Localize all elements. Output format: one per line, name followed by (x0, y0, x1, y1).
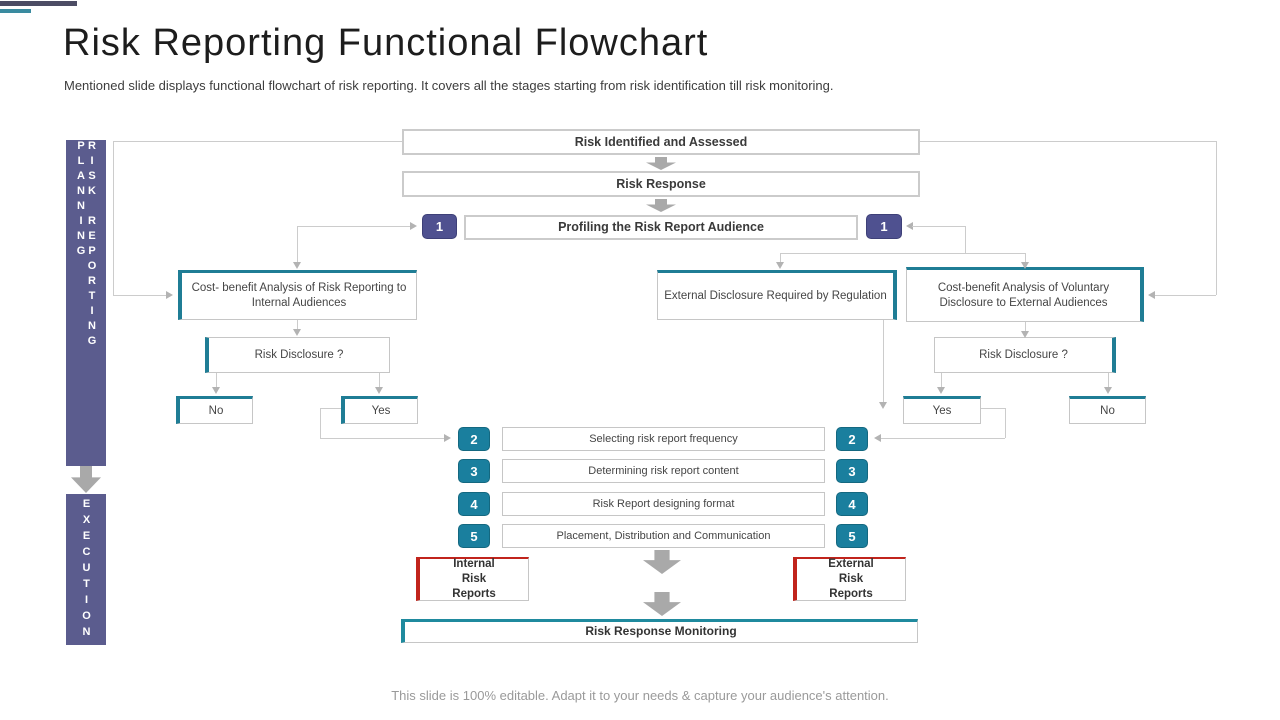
node-step-2: Selecting risk report frequency (502, 427, 825, 451)
node-cost-benefit-external: Cost-benefit Analysis of Voluntary Discl… (906, 267, 1144, 322)
step-badge-1-right: 1 (866, 214, 902, 239)
connector-line (320, 408, 321, 438)
node-external-risk-reports: External Risk Reports (793, 557, 906, 601)
connector-line (883, 320, 884, 404)
connector-line (780, 253, 1025, 254)
connector-line (981, 408, 1005, 409)
connector-line (297, 226, 298, 264)
connector-line (379, 373, 380, 388)
phase-bar-execution: EXECUTION (66, 494, 106, 645)
arrowhead-left-icon (1148, 291, 1155, 299)
arrowhead-left-icon (906, 222, 913, 230)
decoration-bar-teal (0, 9, 31, 13)
step-badge-4-right: 4 (836, 492, 868, 516)
node-no-right: No (1069, 396, 1146, 424)
node-internal-risk-reports: Internal Risk Reports (416, 557, 529, 601)
connector-line (113, 295, 169, 296)
connector-line (297, 226, 412, 227)
down-arrow-icon (643, 592, 681, 616)
connector-line (320, 408, 341, 409)
node-risk-response-monitoring: Risk Response Monitoring (401, 619, 918, 643)
step-badge-2-right: 2 (836, 427, 868, 451)
node-yes-left: Yes (341, 396, 418, 424)
connector-line (297, 320, 298, 330)
arrowhead-down-icon (879, 402, 887, 409)
connector-line (920, 141, 1216, 142)
arrowhead-down-icon (776, 262, 784, 269)
step-badge-3-right: 3 (836, 459, 868, 483)
step-badge-3-left: 3 (458, 459, 490, 483)
connector-line (113, 141, 402, 142)
node-external-disclosure: External Disclosure Required by Regulati… (657, 270, 897, 320)
step-badge-2-left: 2 (458, 427, 490, 451)
step-badge-5-right: 5 (836, 524, 868, 548)
connector-line (320, 438, 446, 439)
connector-line (880, 438, 1005, 439)
arrowhead-down-icon (212, 387, 220, 394)
arrowhead-down-icon (375, 387, 383, 394)
arrowhead-right-icon (410, 222, 417, 230)
arrowhead-down-icon (937, 387, 945, 394)
arrowhead-down-icon (1021, 331, 1029, 338)
phase-bar-planning: RISK REPORTING PLANNING (66, 140, 106, 466)
connector-line (1025, 253, 1026, 263)
node-risk-response: Risk Response (402, 171, 920, 197)
node-cost-benefit-internal: Cost- benefit Analysis of Risk Reporting… (178, 270, 417, 320)
connector-line (113, 141, 114, 295)
arrowhead-left-icon (874, 434, 881, 442)
arrowhead-right-icon (444, 434, 451, 442)
page-title: Risk Reporting Functional Flowchart (63, 22, 709, 64)
connector-line (1025, 322, 1026, 332)
step-badge-5-left: 5 (458, 524, 490, 548)
subtitle: Mentioned slide displays functional flow… (64, 78, 834, 93)
phase-bar-planning-label: RISK REPORTING PLANNING (75, 140, 98, 350)
down-arrow-icon (646, 199, 676, 212)
node-profiling: Profiling the Risk Report Audience (464, 215, 858, 240)
connector-line (216, 373, 217, 388)
phase-bar-execution-label: EXECUTION (80, 497, 93, 642)
connector-line (1005, 408, 1006, 438)
down-arrow-icon (643, 550, 681, 574)
arrowhead-down-icon (293, 329, 301, 336)
node-risk-identified: Risk Identified and Assessed (402, 129, 920, 155)
node-no-left: No (176, 396, 253, 424)
connector-line (1152, 295, 1216, 296)
down-arrow-icon (646, 157, 676, 170)
arrowhead-right-icon (166, 291, 173, 299)
node-yes-right: Yes (903, 396, 981, 424)
connector-line (780, 253, 781, 263)
phase-transition-arrow-icon (71, 466, 101, 493)
connector-line (912, 226, 965, 227)
connector-line (941, 373, 942, 388)
node-step-5: Placement, Distribution and Communicatio… (502, 524, 825, 548)
decoration-bar-dark (0, 1, 77, 6)
footer-note: This slide is 100% editable. Adapt it to… (391, 688, 889, 703)
step-badge-1-left: 1 (422, 214, 457, 239)
arrowhead-down-icon (1021, 262, 1029, 269)
arrowhead-down-icon (293, 262, 301, 269)
node-risk-disclosure-left: Risk Disclosure ? (205, 337, 390, 373)
connector-line (1216, 141, 1217, 295)
step-badge-4-left: 4 (458, 492, 490, 516)
arrowhead-down-icon (1104, 387, 1112, 394)
connector-line (965, 226, 966, 253)
node-step-3: Determining risk report content (502, 459, 825, 483)
node-step-4: Risk Report designing format (502, 492, 825, 516)
connector-line (1108, 373, 1109, 388)
node-risk-disclosure-right: Risk Disclosure ? (934, 337, 1116, 373)
